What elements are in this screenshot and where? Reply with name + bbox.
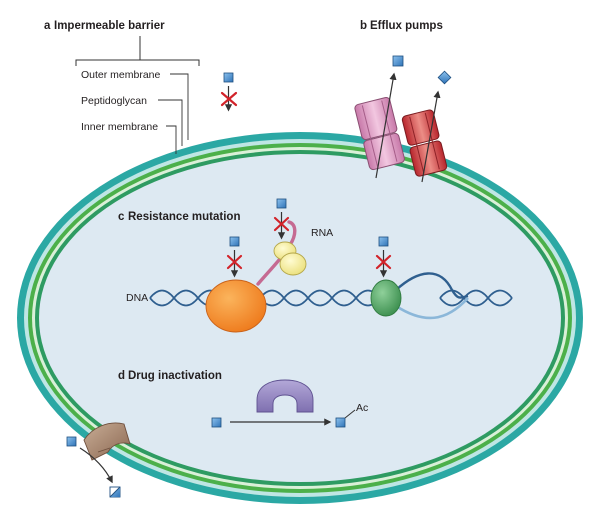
dna-bubble-top [395,272,469,299]
degraded-drug-icon [109,486,121,498]
panel-d-letter: d [118,370,125,382]
outer-membrane-label: Outer membrane [81,69,161,81]
rna-polymerase-icon [205,279,267,333]
acetylated-drug-icon [335,417,346,428]
dna-label: DNA [126,292,148,304]
panel-d-title: Drug inactivation [128,370,222,382]
dna-protein-icon [370,279,402,317]
panel-a-letter: a [44,20,51,32]
cytoplasm [39,154,561,482]
efflux-pump-pink-icon [354,97,405,171]
blocked-cross-icon [273,216,290,232]
panel-c: c Resistance mutation DNA RNA [118,198,513,333]
drug-molecule-icon [276,198,287,209]
outer-membrane-leader [170,73,189,140]
blocked-cross-icon [220,91,238,107]
drug-molecule-icon [392,55,404,67]
panel-b-letter: b [360,20,367,32]
drug-molecule-icon [378,236,389,247]
blocked-cross-icon [226,254,243,270]
drug-molecule-icon [211,417,222,428]
inner-membrane-leader [166,125,177,154]
rna-label: RNA [311,227,333,239]
ribosome-icon [273,241,307,276]
inactivating-enzyme-icon [256,379,314,413]
panel-d: d Drug inactivation Ac [66,370,368,498]
drug-molecule-icon [66,436,77,447]
pump-export-arrow-left [375,72,397,179]
peptidoglycan-label: Peptidoglycan [81,95,147,107]
panel-c-title: Resistance mutation [128,211,240,223]
panel-b: b Efflux pumps [354,20,452,183]
panel-a: a Impermeable barrier Outer membrane Pep… [44,20,238,154]
membrane-enzyme-icon [83,422,131,461]
panel-c-letter: c [118,211,125,223]
cell-envelope [17,132,583,504]
dna-bubble-bottom [395,297,469,320]
peptidoglycan-leader [158,99,183,146]
drug-molecule-icon [229,236,240,247]
drug-molecule-icon [223,72,234,83]
inner-membrane-label: Inner membrane [81,121,158,133]
efflux-pump-red-icon [401,109,448,177]
degradation-arrow [79,447,113,484]
drug-molecule-icon [437,70,452,85]
panel-b-title: Efflux pumps [370,20,443,32]
dna-helix [149,272,513,320]
panel-a-title: Impermeable barrier [54,20,165,32]
layer-bracket [75,36,200,66]
acetyl-bond [344,409,356,419]
blocked-cross-icon [375,254,392,270]
acetyl-label: Ac [356,402,368,414]
pump-export-arrow-right [421,90,441,183]
